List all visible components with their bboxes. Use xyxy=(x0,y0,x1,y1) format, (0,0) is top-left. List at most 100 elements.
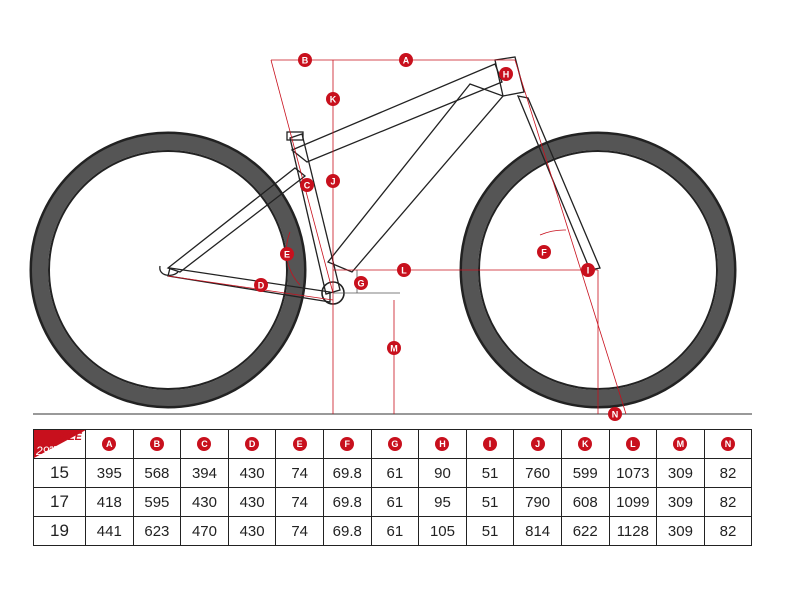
value-cell: 51 xyxy=(465,487,515,517)
column-header-g: G xyxy=(370,429,420,459)
value-cell: 430 xyxy=(180,487,229,517)
value-cell: 1073 xyxy=(608,458,658,488)
column-header-label: A xyxy=(102,436,117,451)
column-header-b: B xyxy=(132,429,182,459)
value-cell: 595 xyxy=(132,487,182,517)
value-cell: 74 xyxy=(275,487,324,517)
marker-f: F xyxy=(537,245,551,259)
column-header-f: F xyxy=(322,429,372,459)
marker-a-label: A xyxy=(403,56,410,66)
value-cell: 90 xyxy=(418,458,467,488)
marker-e-label: E xyxy=(284,250,290,260)
column-header-label: C xyxy=(197,436,212,451)
value-cell: 430 xyxy=(227,458,277,488)
marker-c: C xyxy=(300,178,314,192)
column-header-i: I xyxy=(465,429,515,459)
value-cell: 74 xyxy=(275,516,324,546)
column-header-label: E xyxy=(292,436,307,451)
column-header-a: A xyxy=(85,429,134,459)
bike-geometry-diagram: A B C D E F G H I J K L M N xyxy=(29,53,752,421)
marker-i: I xyxy=(581,263,595,277)
column-header-label: M xyxy=(673,436,688,451)
marker-n: N xyxy=(608,407,622,421)
marker-i-label: I xyxy=(587,266,590,276)
marker-l-label: L xyxy=(401,266,407,276)
value-cell: 608 xyxy=(560,487,610,517)
value-cell: 69.8 xyxy=(322,516,372,546)
value-cell: 61 xyxy=(370,487,420,517)
value-cell: 82 xyxy=(703,487,753,517)
value-cell: 430 xyxy=(227,487,277,517)
value-cell: 82 xyxy=(703,458,753,488)
value-cell: 51 xyxy=(465,516,515,546)
marker-l: L xyxy=(397,263,411,277)
value-cell: 395 xyxy=(85,458,134,488)
column-header-m: M xyxy=(656,429,705,459)
value-cell: 105 xyxy=(418,516,467,546)
wheel-size-suffix: er xyxy=(49,445,56,452)
value-cell: 69.8 xyxy=(322,487,372,517)
marker-c-label: C xyxy=(304,181,311,191)
column-header-k: K xyxy=(560,429,610,459)
value-cell: 470 xyxy=(180,516,229,546)
marker-d: D xyxy=(254,278,268,292)
column-header-d: D xyxy=(227,429,277,459)
value-cell: 441 xyxy=(85,516,134,546)
value-cell: 1128 xyxy=(608,516,658,546)
value-cell: 69.8 xyxy=(322,458,372,488)
value-cell: 394 xyxy=(180,458,229,488)
bike-frame xyxy=(159,56,601,305)
size-corner-cell: SIZE 29er xyxy=(33,429,86,459)
value-cell: 622 xyxy=(560,516,610,546)
column-header-label: H xyxy=(435,436,450,451)
value-cell: 790 xyxy=(513,487,562,517)
marker-g: G xyxy=(354,276,368,290)
column-header-n: N xyxy=(703,429,753,459)
column-header-label: L xyxy=(625,436,640,451)
column-header-label: I xyxy=(483,436,498,451)
wheel-size-label: 29er xyxy=(36,444,56,458)
value-cell: 74 xyxy=(275,458,324,488)
size-cell: 17 xyxy=(33,487,86,517)
value-cell: 309 xyxy=(656,516,705,546)
column-header-l: L xyxy=(608,429,658,459)
marker-j: J xyxy=(326,174,340,188)
column-header-label: K xyxy=(578,436,593,451)
marker-m-label: M xyxy=(390,344,398,354)
value-cell: 61 xyxy=(370,458,420,488)
column-header-label: N xyxy=(721,436,736,451)
marker-b-label: B xyxy=(302,56,309,66)
value-cell: 309 xyxy=(656,458,705,488)
value-cell: 430 xyxy=(227,516,277,546)
value-cell: 1099 xyxy=(608,487,658,517)
rear-wheel xyxy=(29,131,307,409)
marker-j-label: J xyxy=(330,177,335,187)
value-cell: 51 xyxy=(465,458,515,488)
value-cell: 814 xyxy=(513,516,562,546)
column-header-h: H xyxy=(418,429,467,459)
table-row: 15 395 568 394 430 74 69.8 61 90 51 760 … xyxy=(33,458,753,488)
size-header-label: SIZE xyxy=(57,431,82,443)
marker-d-label: D xyxy=(258,281,265,291)
column-header-label: J xyxy=(530,436,545,451)
value-cell: 61 xyxy=(370,516,420,546)
size-cell: 15 xyxy=(33,458,86,488)
table-header-row: SIZE 29er A B C D E F G H I J K L M N xyxy=(33,429,753,459)
geometry-table: SIZE 29er A B C D E F G H I J K L M N 15… xyxy=(33,429,753,546)
column-header-j: J xyxy=(513,429,562,459)
column-header-label: D xyxy=(245,436,260,451)
marker-k: K xyxy=(326,92,340,106)
column-header-label: B xyxy=(149,436,164,451)
dimension-lines xyxy=(167,59,627,415)
value-cell: 95 xyxy=(418,487,467,517)
value-cell: 418 xyxy=(85,487,134,517)
column-header-e: E xyxy=(275,429,324,459)
value-cell: 568 xyxy=(132,458,182,488)
marker-f-label: F xyxy=(541,248,547,258)
value-cell: 760 xyxy=(513,458,562,488)
column-header-label: G xyxy=(387,436,402,451)
marker-n-label: N xyxy=(612,410,619,420)
column-header-label: F xyxy=(340,436,355,451)
marker-a: A xyxy=(399,53,413,67)
marker-h-label: H xyxy=(503,70,510,80)
